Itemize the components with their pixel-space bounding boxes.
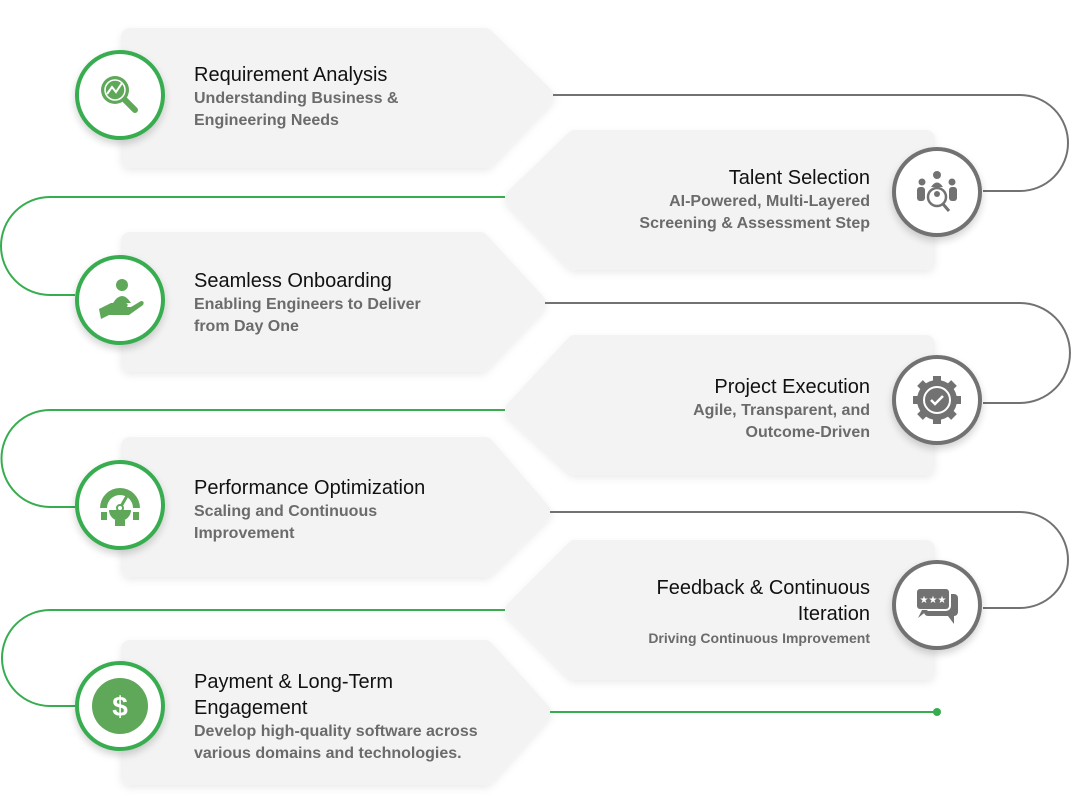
step-subtitle-line: Enabling Engineers to Deliver	[194, 296, 421, 313]
step-title: Requirement Analysis	[194, 64, 388, 86]
card-2	[505, 130, 935, 270]
step-title: Feedback & Continuous	[656, 577, 870, 599]
step-project-execution: Project Execution Agile, Transparent, an…	[693, 374, 870, 444]
end-dot	[933, 708, 941, 716]
step-title: Engagement	[194, 697, 308, 719]
connector-1	[553, 94, 1069, 192]
people-search-icon	[892, 147, 982, 237]
step-title: Project Execution	[714, 376, 870, 398]
step-subtitle-line: Improvement	[194, 525, 295, 542]
step-subtitle-line: Engineering Needs	[194, 112, 339, 129]
magnifier-chart-icon	[75, 50, 165, 140]
connector-3	[545, 302, 1071, 404]
step-requirement-analysis: Requirement Analysis Understanding Busin…	[194, 62, 398, 132]
step-subtitle-line: Understanding Business &	[194, 90, 399, 107]
step-performance-optimization: Performance Optimization Scaling and Con…	[194, 475, 425, 545]
hand-person-icon	[75, 255, 165, 345]
step-title: Performance Optimization	[194, 477, 426, 499]
step-title: Seamless Onboarding	[194, 270, 392, 292]
step-title: Iteration	[797, 603, 870, 625]
chat-stars-icon: ★★★	[892, 560, 982, 650]
step-title: Payment & Long-Term	[194, 671, 393, 693]
connector-4	[0, 409, 505, 508]
step-seamless-onboarding: Seamless Onboarding Enabling Engineers t…	[194, 268, 421, 338]
step-subtitle-line: Agile, Transparent, and	[693, 402, 870, 419]
step-subtitle-line: Outcome-Driven	[745, 424, 870, 441]
step-subtitle-line: Scaling and Continuous	[194, 503, 378, 520]
card-7	[121, 640, 551, 785]
step-payment-engagement: Payment & Long-Term Engagement Develop h…	[194, 669, 478, 765]
svg-text:★★★: ★★★	[920, 595, 947, 606]
dollar-coin-icon: $	[75, 661, 165, 751]
connector-6	[1, 609, 505, 707]
step-feedback-iteration: Feedback & Continuous Iteration Driving …	[648, 575, 870, 649]
connector-5	[550, 511, 1069, 609]
step-talent-selection: Talent Selection AI-Powered, Multi-Layer…	[639, 165, 870, 235]
gear-check-icon	[892, 355, 982, 445]
step-subtitle-line: Screening & Assessment Step	[639, 215, 870, 232]
step-subtitle-line: AI-Powered, Multi-Layered	[669, 193, 870, 210]
svg-text:$: $	[112, 691, 128, 722]
gauge-gear-icon	[75, 460, 165, 550]
step-subtitle-line: from Day One	[194, 318, 299, 335]
card-6	[505, 540, 935, 680]
step-subtitle-line: Develop high-quality software across	[194, 723, 478, 740]
step-subtitle-line: various domains and technologies.	[194, 745, 462, 762]
card-4	[505, 335, 935, 475]
connector-2	[0, 196, 505, 296]
step-title: Talent Selection	[728, 167, 870, 189]
step-subtitle-line: Driving Continuous Improvement	[648, 630, 870, 646]
